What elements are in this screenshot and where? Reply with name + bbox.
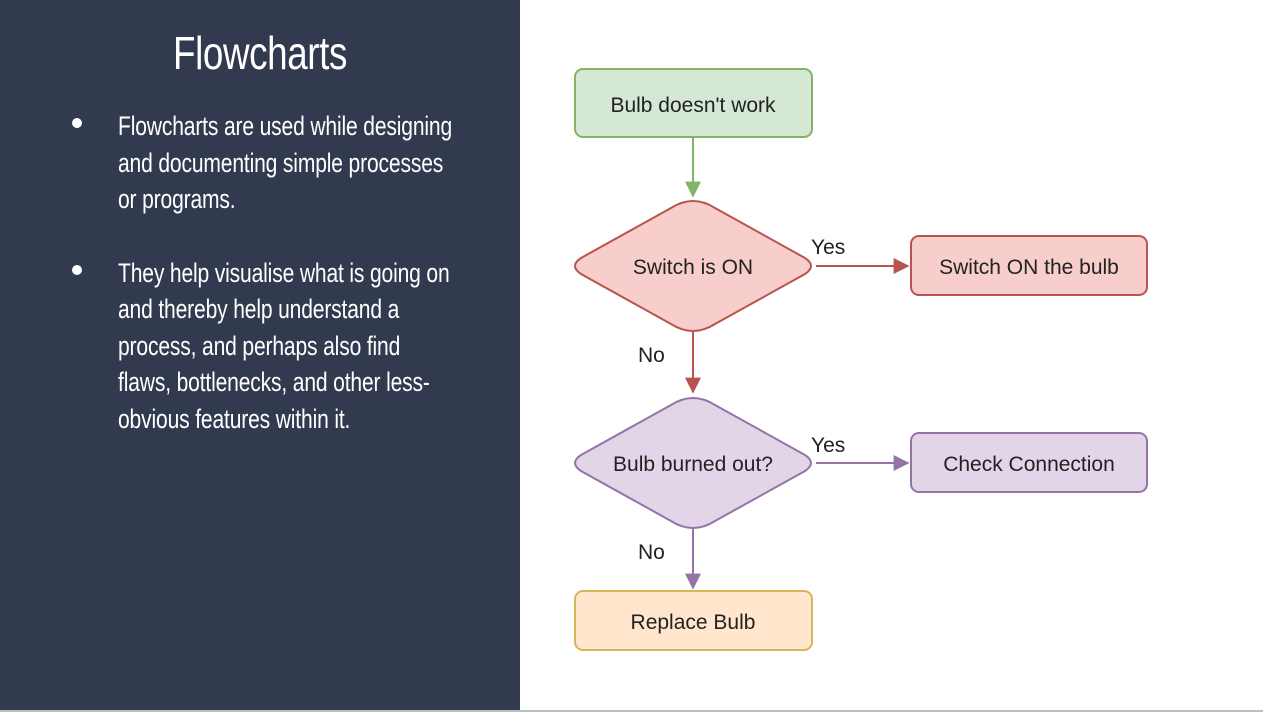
left-panel: Flowcharts Flowcharts are used while des… [0, 0, 520, 710]
bullet-dot-icon [72, 264, 82, 275]
action-switch-on-label: Switch ON the bulb [939, 256, 1119, 279]
action-check-label: Check Connection [943, 453, 1115, 476]
bullet-text: They help visualise what is going on and… [118, 257, 450, 434]
edge-label-switch-no: No [638, 344, 665, 367]
bullet-dot-icon [72, 118, 82, 128]
decision-burned-node: Bulb burned out? [574, 396, 812, 530]
decision-switch-label: Switch is ON [633, 256, 753, 279]
bullet-list: Flowcharts are used while designing and … [72, 108, 512, 474]
edge-label-switch-yes: Yes [811, 236, 845, 259]
action-check-node: Check Connection [910, 432, 1148, 493]
decision-switch-node: Switch is ON [574, 199, 812, 333]
flowchart-diagram: Bulb doesn't work Switch is ON Yes Switc… [574, 68, 1148, 651]
edge-label-burned-no: No [638, 541, 665, 564]
edge-label-burned-yes: Yes [811, 434, 845, 457]
action-switch-on-node: Switch ON the bulb [910, 235, 1148, 296]
slide-title: Flowcharts [173, 27, 347, 79]
start-node: Bulb doesn't work [574, 68, 813, 138]
bullet-text: Flowcharts are used while designing and … [118, 111, 453, 214]
bullet-item: Flowcharts are used while designing and … [72, 108, 512, 218]
start-node-label: Bulb doesn't work [610, 94, 776, 117]
end-replace-node: Replace Bulb [574, 590, 813, 651]
bullet-item: They help visualise what is going on and… [72, 255, 512, 438]
end-replace-label: Replace Bulb [631, 611, 756, 634]
slide-bottom-border [0, 710, 1263, 712]
decision-burned-label: Bulb burned out? [613, 453, 773, 476]
